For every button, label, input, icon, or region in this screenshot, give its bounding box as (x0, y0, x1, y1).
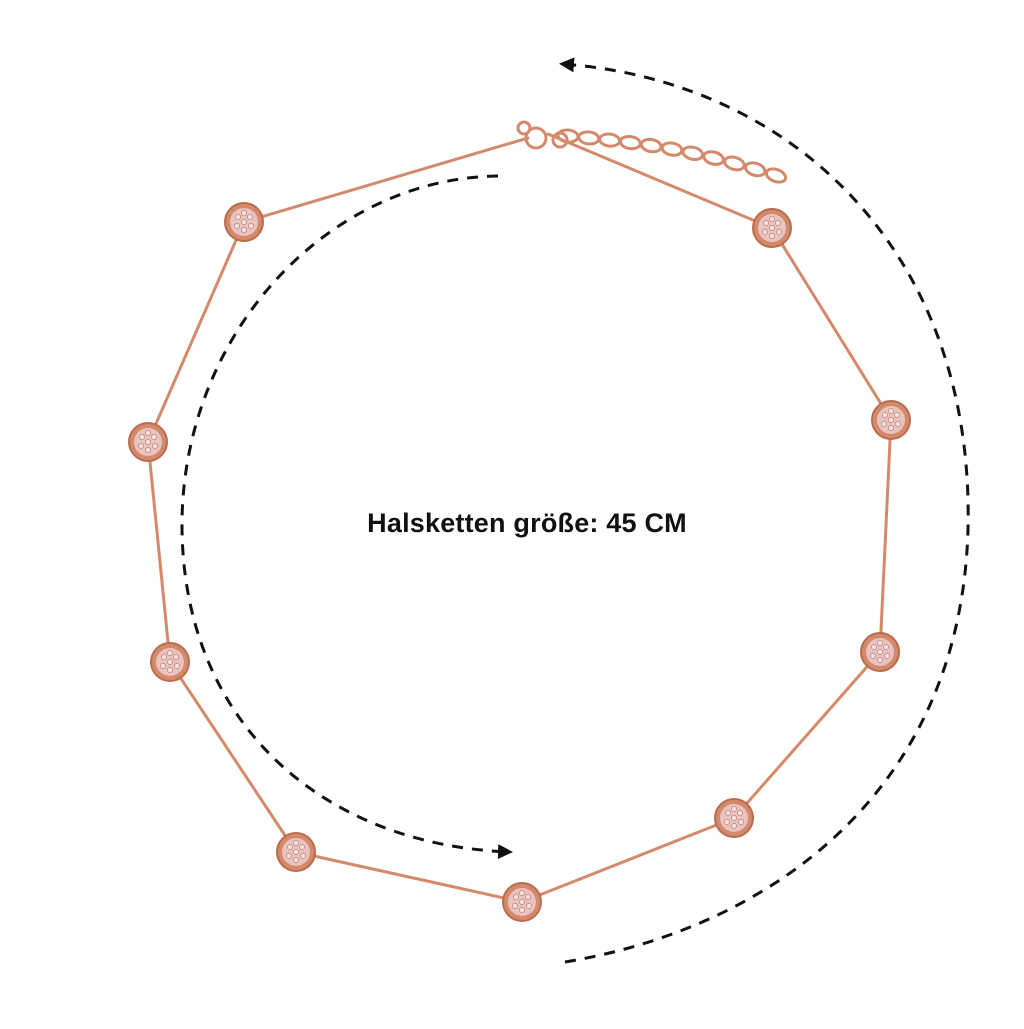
extension-link (618, 134, 642, 151)
extension-link (660, 141, 684, 157)
inner-length-arrow (180, 174, 513, 860)
extension-link (598, 132, 622, 148)
pendant (860, 632, 900, 672)
pendant (276, 832, 316, 872)
pendant (752, 208, 792, 248)
extension-link (556, 128, 580, 144)
extension-link (702, 150, 725, 166)
pendant (714, 798, 754, 838)
pendant (871, 400, 911, 440)
extension-link (743, 161, 767, 178)
necklace-size-caption: Halsketten größe: 45 CM (367, 508, 687, 538)
extension-link (723, 155, 746, 172)
clasp (516, 120, 569, 150)
extension-link (577, 130, 601, 146)
pendant (128, 422, 168, 462)
pendant (502, 882, 542, 922)
outer-length-arrow (559, 57, 970, 964)
pendant (224, 202, 264, 242)
extension-link (764, 167, 788, 184)
extension-link (639, 137, 663, 154)
necklace-chain (146, 132, 893, 904)
pendants (128, 202, 911, 922)
extension-link (681, 145, 705, 162)
pendant (150, 642, 190, 682)
extension-chain (556, 128, 788, 184)
